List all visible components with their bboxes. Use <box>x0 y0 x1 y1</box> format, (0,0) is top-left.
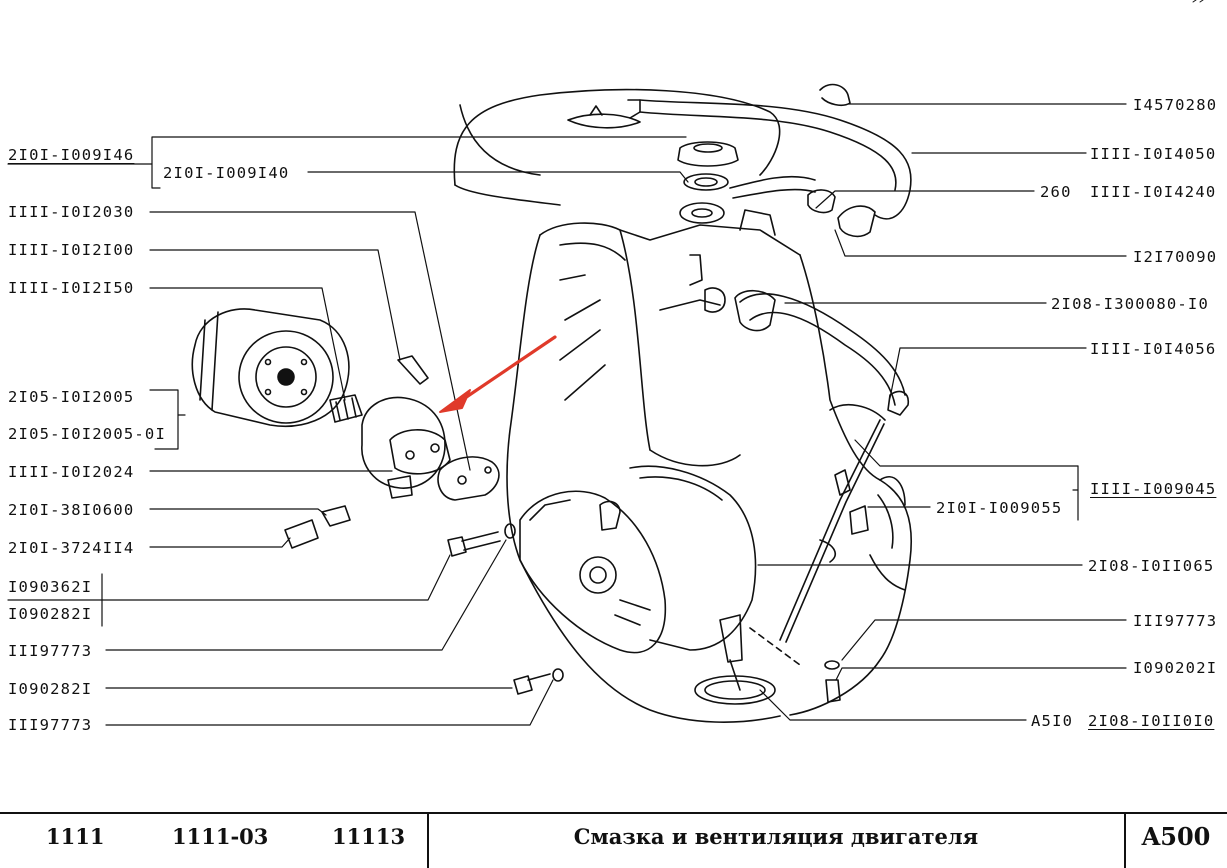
part-label-1111-1012024: IIII-I0I2024 <box>8 463 135 481</box>
section-title: Смазка и вентиляция двигателя <box>573 824 979 849</box>
part-label-1111-1014240: IIII-I0I4240 <box>1090 183 1217 201</box>
section-code: A500 <box>1141 822 1211 851</box>
oil-pickup <box>694 614 801 705</box>
part-label-1090362: I090362I <box>8 578 93 596</box>
oil-pump <box>519 465 757 654</box>
leader-lines-left <box>7 136 689 726</box>
part-label-1111-1012150: IIII-I0I2I50 <box>8 279 135 297</box>
red-pointer-arrow <box>439 335 557 413</box>
part-label-1111-1009045: IIII-I009045 <box>1090 480 1217 498</box>
part-label-2101-1009146: 2I0I-I009I46 <box>8 146 135 164</box>
small-fasteners <box>284 505 841 703</box>
footer-divider <box>1124 814 1126 868</box>
model-code-1111-03: 1111-03 <box>172 824 269 849</box>
footer-divider <box>427 814 429 868</box>
part-label-2101-1009055: 2I0I-I009055 <box>936 499 1063 517</box>
part-label-1111-1012100: IIII-I0I2I00 <box>8 241 135 259</box>
oil-dipstick <box>779 419 885 643</box>
part-label-2101-3810600: 2I0I-38I0600 <box>8 501 135 519</box>
part-label-260: 260 <box>1040 183 1072 201</box>
part-label-2105-1012005-01: 2I05-I0I2005-0I <box>8 425 166 443</box>
filter-bracket <box>329 355 500 501</box>
part-label-a510: A5I0 <box>1031 712 1074 730</box>
part-label-1197773-right: III97773 <box>1133 612 1218 630</box>
part-label-2108-1011065: 2I08-I0II065 <box>1088 557 1215 575</box>
part-label-2105-1012005: 2I05-I0I2005 <box>8 388 135 406</box>
part-label-2108-1300080-10: 2I08-I300080-I0 <box>1051 295 1209 313</box>
part-label-2101-1009140: 2I0I-I009I40 <box>163 164 290 182</box>
part-label-2101-3724114: 2I0I-3724II4 <box>8 539 135 557</box>
part-label-12170090: I2I70090 <box>1133 248 1218 266</box>
part-label-1111-1014056: IIII-I0I4056 <box>1090 340 1217 358</box>
oil-filler-cap <box>677 141 739 224</box>
engine-block <box>453 88 912 723</box>
part-label-14570280: I4570280 <box>1133 96 1218 114</box>
oil-filter <box>191 308 350 427</box>
title-block: 1111 1111-03 11113 Смазка и вентиляция д… <box>0 812 1227 868</box>
model-code-11113: 11113 <box>332 824 406 849</box>
part-label-1090202: I090202I <box>1133 659 1218 677</box>
part-label-1197773-lower: III97773 <box>8 716 93 734</box>
breather-hoses <box>627 83 912 416</box>
part-label-1197773-upper: III97773 <box>8 642 93 660</box>
part-label-1111-1014050: IIII-I0I4050 <box>1090 145 1217 163</box>
part-label-1090282-lower: I090282I <box>8 680 93 698</box>
model-code-1111: 1111 <box>46 824 105 849</box>
leader-lines-right <box>757 103 1127 721</box>
part-label-1111-1012030: IIII-I0I2030 <box>8 203 135 221</box>
part-label-2108-1011010: 2I08-I0II0I0 <box>1088 712 1215 730</box>
part-label-1090282-upper: I090282I <box>8 605 93 623</box>
